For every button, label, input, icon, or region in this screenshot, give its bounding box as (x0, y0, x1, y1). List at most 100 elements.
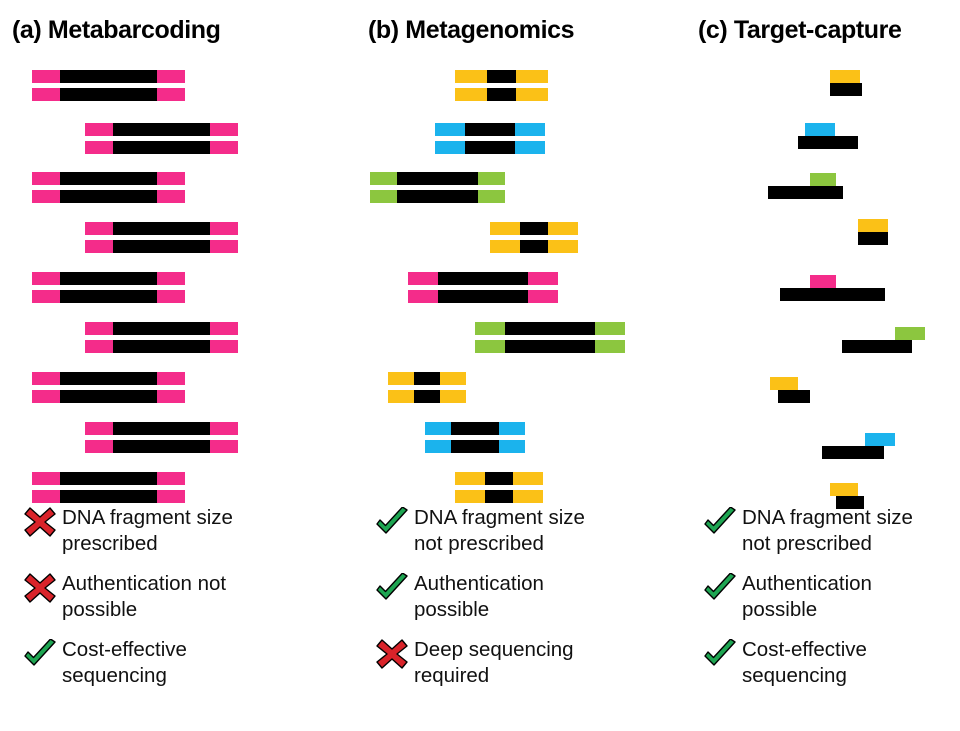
fragment-end-cap (515, 141, 545, 154)
panel-c-title: (c) Target-capture (698, 16, 902, 44)
check-icon (698, 571, 742, 605)
fragment-end-cap (548, 240, 578, 253)
dna-fragment (455, 70, 548, 83)
dna-fragment (408, 290, 558, 303)
check-icon (370, 571, 414, 605)
fragment-end-cap (210, 422, 238, 435)
fragment-end-cap (455, 472, 485, 485)
dna-fragment (32, 172, 185, 185)
fragment-end-cap (425, 440, 451, 453)
fragment-end-cap (32, 88, 60, 101)
fragment-end-cap (516, 88, 548, 101)
panel-b-title: (b) Metagenomics (368, 16, 575, 44)
dna-fragment (455, 472, 543, 485)
dna-fragment (490, 222, 578, 235)
dna-fragment (830, 83, 862, 96)
dna-fragment (85, 141, 238, 154)
fragment-end-cap (32, 172, 60, 185)
fragment-end-cap (515, 123, 545, 136)
fragment-end-cap (408, 272, 438, 285)
fragment-end-cap (435, 123, 465, 136)
fragment-end-cap (157, 390, 185, 403)
dna-fragment (475, 322, 625, 335)
fragment-end-cap (157, 70, 185, 83)
dna-fragment (842, 340, 912, 353)
legend-row: Cost-effective sequencing (18, 637, 360, 691)
fragment-end-cap (388, 390, 414, 403)
fragment-end-cap (32, 390, 60, 403)
dna-fragment (32, 472, 185, 485)
bait-probe (805, 123, 835, 136)
check-icon (698, 505, 742, 539)
fragment-end-cap (490, 222, 520, 235)
fragment-end-cap (595, 340, 625, 353)
dna-fragment (32, 272, 185, 285)
panel-b-fragment-diagram (360, 60, 690, 503)
check-icon (18, 637, 62, 671)
panel-target-capture: (c) Target-capture DNA fragment size not… (690, 0, 960, 731)
fragment-end-cap (85, 322, 113, 335)
fragment-end-cap (85, 440, 113, 453)
legend-row: DNA fragment size not prescribed (370, 505, 690, 559)
fragment-end-cap (425, 422, 451, 435)
dna-fragment (32, 390, 185, 403)
legend-label: Authentication not possible (62, 572, 227, 622)
fragment-end-cap (210, 340, 238, 353)
dna-fragment (435, 141, 545, 154)
dna-fragment (798, 136, 858, 149)
check-icon (370, 505, 414, 539)
dna-fragment (85, 222, 238, 235)
fragment-end-cap (32, 490, 60, 503)
legend-row: Cost-effective sequencing (698, 637, 960, 691)
dna-fragment (768, 186, 843, 199)
fragment-end-cap (32, 472, 60, 485)
dna-fragment (475, 340, 625, 353)
panel-a-title: (a) Metabarcoding (12, 16, 221, 44)
dna-fragment (32, 290, 185, 303)
fragment-end-cap (32, 190, 60, 203)
bait-probe (770, 377, 798, 390)
fragment-end-cap (157, 472, 185, 485)
panel-metagenomics: (b) Metagenomics DNA fragment size not p… (360, 0, 690, 731)
legend-label: DNA fragment size prescribed (62, 506, 233, 556)
fragment-end-cap (435, 141, 465, 154)
fragment-end-cap (157, 490, 185, 503)
fragment-end-cap (528, 272, 558, 285)
bait-probe (830, 70, 860, 83)
fragment-end-cap (85, 141, 113, 154)
bait-probe (858, 219, 888, 232)
bait-probe (810, 275, 836, 288)
fragment-end-cap (85, 222, 113, 235)
dna-fragment (455, 490, 543, 503)
dna-fragment (388, 390, 466, 403)
fragment-end-cap (370, 172, 397, 185)
dna-fragment (858, 232, 888, 245)
fragment-end-cap (490, 240, 520, 253)
fragment-end-cap (370, 190, 397, 203)
panel-c-fragment-diagram (690, 60, 960, 509)
fragment-end-cap (157, 190, 185, 203)
dna-fragment (822, 446, 884, 459)
bait-probe (810, 173, 836, 186)
fragment-end-cap (85, 340, 113, 353)
bait-probe (895, 327, 925, 340)
dna-fragment (32, 372, 185, 385)
fragment-end-cap (595, 322, 625, 335)
dna-fragment (32, 88, 185, 101)
dna-fragment (780, 288, 885, 301)
dna-fragment (85, 322, 238, 335)
dna-fragment (370, 190, 505, 203)
bait-probe (830, 483, 858, 496)
fragment-end-cap (478, 190, 505, 203)
bait-probe (865, 433, 895, 446)
dna-fragment (32, 190, 185, 203)
dna-fragment (85, 240, 238, 253)
dna-fragment (85, 123, 238, 136)
fragment-end-cap (210, 123, 238, 136)
fragment-end-cap (440, 372, 466, 385)
fragment-end-cap (513, 472, 543, 485)
dna-fragment (388, 372, 466, 385)
